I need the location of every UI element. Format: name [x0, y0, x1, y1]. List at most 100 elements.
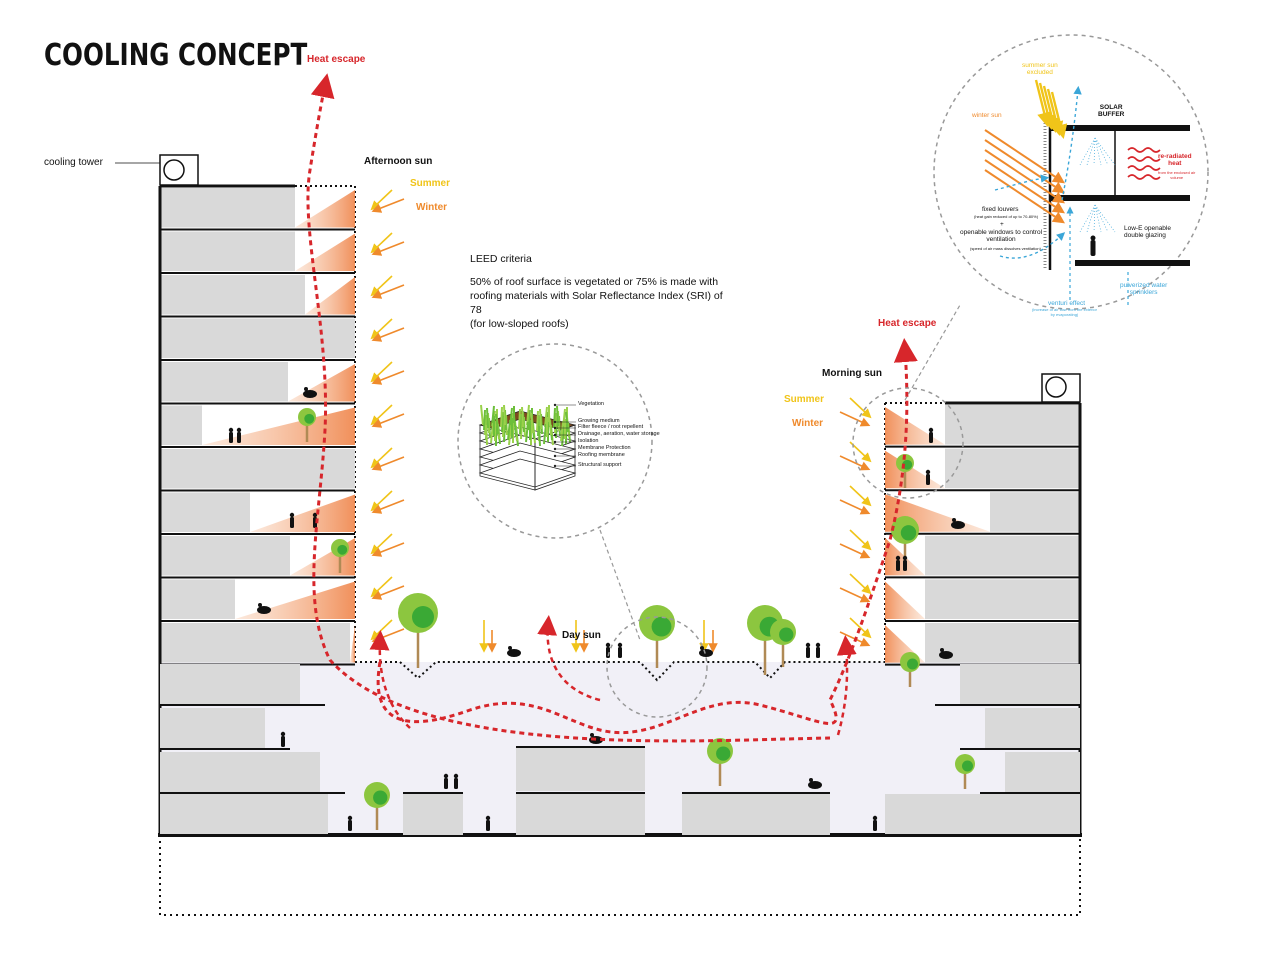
low-e-glazing-label: Low-E openable double glazing — [1124, 225, 1171, 239]
person — [280, 731, 286, 747]
facade-detail — [984, 79, 1190, 305]
person — [895, 555, 901, 571]
facade-detail-circle — [933, 34, 1209, 310]
winter-sun-arrow — [371, 284, 405, 299]
sun-wedge — [235, 581, 355, 619]
tree — [891, 516, 919, 560]
leed-heading: LEED criteria — [470, 253, 532, 265]
sun-wedge — [250, 494, 355, 532]
summer-sun-arrow — [849, 573, 872, 595]
floor-core — [160, 405, 202, 445]
person — [902, 555, 908, 571]
cooling-tower-label: cooling tower — [44, 157, 103, 168]
podium-floor — [160, 752, 320, 792]
floor-core — [160, 492, 250, 532]
podium-floor — [160, 664, 300, 704]
winter-sun-arrow — [371, 413, 405, 428]
podium — [160, 661, 1080, 836]
tree — [364, 782, 390, 830]
person — [805, 642, 811, 658]
winter-sun-arrow — [839, 499, 871, 515]
seated-people — [507, 646, 521, 657]
person — [925, 469, 931, 485]
tree — [707, 738, 733, 786]
tree — [298, 408, 316, 442]
person — [453, 773, 459, 789]
podium-floor — [160, 794, 328, 834]
floor-core — [160, 579, 235, 619]
left-tower — [158, 184, 356, 835]
podium-floor — [1005, 752, 1080, 792]
venturi-effect-label: venturi effect — [1048, 300, 1086, 307]
floor-core — [990, 492, 1080, 532]
winter-sun-arrow — [371, 499, 405, 514]
winter-sun-arrow — [371, 542, 405, 557]
courtyard-block — [516, 793, 645, 835]
re-radiated-heat-label: re-radiated heat — [1158, 153, 1192, 167]
summer-sun-arrow — [849, 397, 872, 419]
sun-wedge — [885, 581, 925, 619]
sun-wedge — [295, 233, 355, 271]
openable-windows-label: openable windows to control ventilation — [960, 229, 1043, 243]
sun-wedge — [350, 625, 355, 663]
heat-flow-left — [376, 338, 918, 735]
winter-right-label: Winter — [792, 418, 824, 429]
heat-escape-right-label: Heat escape — [878, 318, 937, 329]
page-title: COOLING CONCEPT — [44, 38, 308, 73]
trees — [298, 408, 975, 830]
seated-people — [257, 603, 271, 614]
facade-zoom-marker — [852, 387, 964, 499]
heat-escape-left-label: Heat escape — [307, 54, 366, 65]
summer-sun-arrow — [849, 485, 872, 507]
fixed-louvers-label: fixed louvers — [982, 206, 1019, 213]
floor-core — [160, 318, 355, 358]
tree — [331, 539, 349, 573]
re-radiated-heat-sub: from the enclosed air volume — [1158, 170, 1196, 180]
podium-floor — [885, 794, 1080, 834]
seated-people — [939, 648, 953, 659]
floor-core — [160, 231, 295, 271]
person — [928, 427, 934, 443]
morning-sun-label: Morning sun — [822, 368, 882, 379]
cooling-tower-left — [159, 154, 199, 186]
floor-core — [160, 536, 290, 576]
leed-text: 50% of roof surface is vegetated or 75% … — [470, 276, 723, 330]
person — [815, 642, 821, 658]
winter-left-label: Winter — [416, 202, 448, 213]
tree — [770, 619, 796, 667]
person — [872, 815, 878, 831]
green-roof-layer-label: Vegetation — [578, 401, 604, 407]
courtyard-block — [516, 747, 645, 791]
afternoon-sun-label: Afternoon sun — [364, 156, 433, 167]
person — [347, 815, 353, 831]
winter-sun-arrow — [839, 411, 871, 427]
tree — [398, 593, 438, 668]
winter-sun-arrow — [839, 631, 871, 647]
person — [485, 815, 491, 831]
cooling-tower-right — [1041, 373, 1081, 403]
floor-core — [160, 449, 355, 489]
green-roof-layer-label: Roofing membrane — [578, 452, 625, 458]
winter-sun-arrow — [371, 370, 405, 385]
floor-core — [160, 275, 305, 315]
summer-sun-arrow — [849, 529, 872, 551]
floor-core — [925, 535, 1080, 576]
sun-wedge — [885, 407, 945, 445]
openable-windows-sub: (speed of air mass dissolves ventilation… — [970, 246, 1041, 251]
sun-wedge — [885, 625, 925, 663]
summer-left-label: Summer — [410, 178, 451, 189]
heat-flow-loop-right — [836, 635, 857, 736]
courtyard-block — [682, 793, 830, 835]
person — [617, 642, 623, 658]
green-roof-layer-label: Structural support — [578, 462, 622, 468]
floor-core — [945, 405, 1080, 445]
sun-wedge — [885, 450, 945, 489]
courtyard-block — [403, 793, 463, 835]
winter-sun-arrow — [839, 587, 871, 603]
winter-sun-arrow — [371, 241, 405, 256]
heat-flow-loop-mid — [537, 615, 601, 702]
seated-people — [808, 778, 822, 789]
courtyard-roof — [355, 661, 885, 682]
sun-wedge — [202, 407, 355, 445]
winter-sun-arrow — [839, 543, 871, 559]
